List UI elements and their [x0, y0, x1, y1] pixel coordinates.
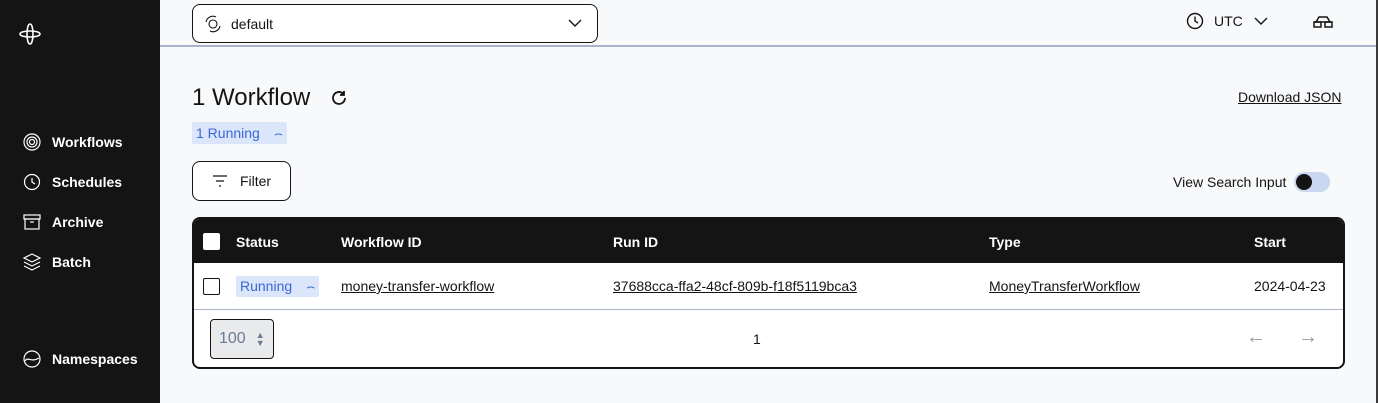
sidebar-item-label: Batch — [52, 254, 91, 270]
page-size-value: 100 — [219, 330, 246, 347]
filter-button[interactable]: Filter — [192, 161, 291, 201]
namespace-icon — [205, 15, 221, 32]
page-title-row: 1 Workflow — [192, 84, 348, 112]
filter-label: Filter — [239, 173, 272, 189]
clock-icon — [1186, 12, 1204, 30]
timezone-select[interactable]: UTC — [1186, 12, 1269, 30]
table-row[interactable]: Running ⌢ money-transfer-workflow 37688cc… — [194, 263, 1343, 310]
sidebar-item-archive[interactable]: Archive — [22, 212, 103, 232]
sidebar-item-workflows[interactable]: Workflows — [22, 132, 123, 152]
filter-icon — [212, 175, 227, 187]
namespace-select[interactable]: default — [192, 4, 598, 43]
badge-label: 1 Running — [196, 125, 260, 141]
sidebar: Workflows Schedules Archive Batch Namesp… — [0, 0, 160, 403]
scrollbar[interactable] — [1376, 0, 1378, 403]
sidebar-item-batch[interactable]: Batch — [22, 252, 91, 272]
status-label: Running — [240, 278, 293, 294]
namespace-value: default — [231, 15, 274, 32]
view-search-input-toggle-row: View Search Input — [1173, 172, 1331, 192]
page-title: 1 Workflow — [192, 84, 311, 111]
workflow-id-link[interactable]: money-transfer-workflow — [341, 278, 495, 294]
temporal-logo-icon[interactable] — [18, 22, 42, 46]
timezone-value: UTC — [1214, 13, 1243, 29]
type-link[interactable]: MoneyTransferWorkflow — [989, 278, 1140, 294]
select-all-checkbox[interactable] — [203, 233, 220, 250]
refresh-icon[interactable] — [330, 89, 348, 107]
namespaces-icon — [23, 350, 41, 368]
view-search-input-label: View Search Input — [1173, 174, 1287, 190]
running-icon: ⌢ — [273, 125, 284, 141]
column-workflow-id: Workflow ID — [341, 234, 422, 250]
running-icon: ⌢ — [306, 278, 316, 294]
previous-page-arrow-icon[interactable]: ← — [1246, 326, 1266, 348]
sidebar-item-schedules[interactable]: Schedules — [22, 172, 122, 192]
table-pagination: 100 ▲▼ 1 ← → — [194, 310, 1343, 367]
view-search-input-toggle[interactable] — [1294, 172, 1331, 192]
page-size-select[interactable]: 100 ▲▼ — [210, 319, 274, 359]
row-checkbox[interactable] — [203, 278, 220, 295]
next-page-arrow-icon[interactable]: → — [1298, 326, 1318, 348]
status-badge: Running ⌢ — [236, 276, 320, 297]
column-start: Start — [1254, 234, 1286, 250]
download-json-link[interactable]: Download JSON — [1238, 89, 1342, 105]
workflows-icon — [23, 133, 41, 151]
run-id-link[interactable]: 37688cca-ffa2-48cf-809b-f18f5119bca3 — [613, 278, 857, 294]
sidebar-item-label: Workflows — [52, 134, 123, 150]
column-type: Type — [989, 234, 1021, 250]
chevron-down-icon — [1254, 17, 1268, 25]
top-bar: default UTC — [160, 0, 1376, 47]
page-number: 1 — [753, 331, 761, 347]
sidebar-item-label: Schedules — [52, 174, 123, 190]
column-run-id: Run ID — [613, 234, 659, 250]
batch-icon — [22, 253, 42, 271]
data-encoder-icon[interactable] — [1312, 14, 1334, 30]
column-status: Status — [236, 234, 279, 250]
sidebar-item-namespaces[interactable]: Namespaces — [22, 349, 138, 369]
start-time: 2024-04-23 — [1254, 278, 1326, 294]
archive-icon — [23, 214, 41, 230]
schedules-icon — [23, 173, 41, 191]
chevron-down-icon — [568, 19, 582, 27]
sidebar-item-label: Namespaces — [52, 351, 138, 367]
workflows-table: Status Workflow ID Run ID Type Start Run… — [192, 217, 1345, 369]
stepper-icon: ▲▼ — [255, 330, 265, 348]
running-count-badge[interactable]: 1 Running ⌢ — [192, 122, 288, 144]
table-header: Status Workflow ID Run ID Type Start — [194, 219, 1343, 263]
sidebar-item-label: Archive — [52, 214, 104, 230]
